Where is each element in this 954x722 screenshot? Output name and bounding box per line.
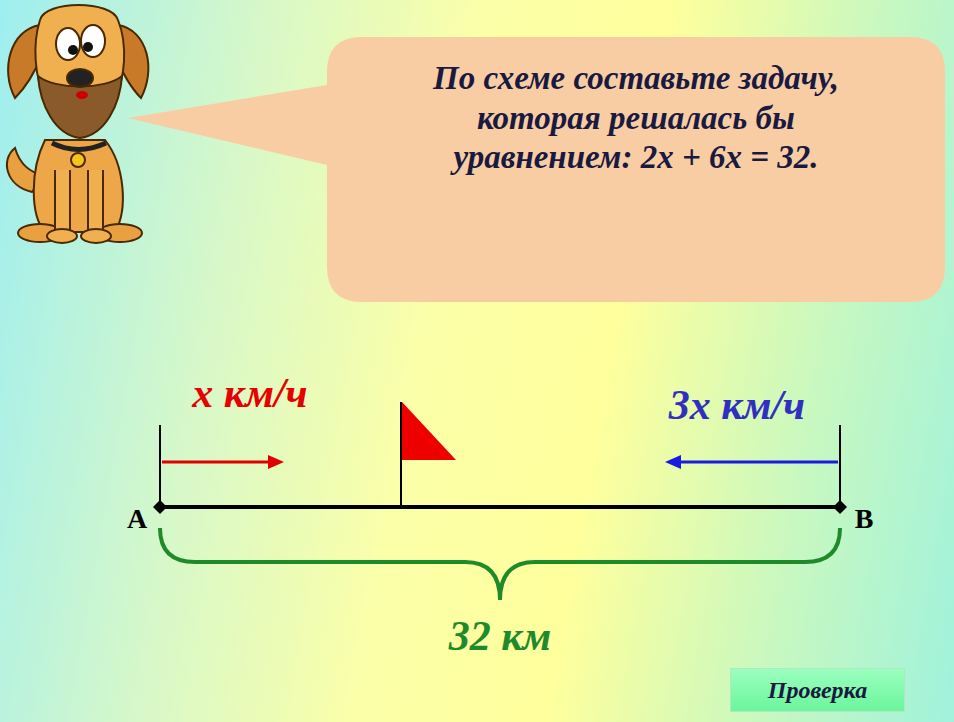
point-label: В bbox=[855, 505, 874, 533]
point-label: А bbox=[127, 505, 147, 533]
bubble-shape bbox=[128, 37, 945, 302]
point-marker bbox=[153, 500, 167, 514]
dog-tongue bbox=[76, 91, 88, 99]
dog-eye bbox=[81, 25, 105, 57]
red-arrow-head bbox=[268, 455, 284, 469]
speed-label: 3x км/ч bbox=[669, 384, 805, 426]
dog-cartoon bbox=[7, 5, 148, 243]
dog-body bbox=[34, 140, 123, 232]
distance-brace bbox=[160, 528, 840, 600]
dog-pupil bbox=[83, 42, 93, 52]
dog-eye bbox=[56, 28, 80, 60]
blue-arrow-head bbox=[665, 455, 681, 469]
flag bbox=[402, 402, 456, 460]
button-text: Проверка bbox=[768, 677, 867, 703]
check-button: Проверка bbox=[730, 668, 905, 712]
speed-label: x км/ч bbox=[192, 372, 307, 414]
dog-collar bbox=[52, 143, 106, 150]
flag-pole bbox=[400, 402, 402, 507]
task-text: По схеме составьте задачу, которая решал… bbox=[401, 59, 871, 178]
motion-scheme bbox=[153, 402, 847, 600]
blue-arrow-shaft bbox=[678, 461, 838, 464]
end-tick bbox=[839, 425, 841, 507]
dog-front-paw bbox=[81, 229, 111, 243]
distance-label: 32 км bbox=[449, 615, 552, 657]
red-arrow-shaft bbox=[162, 461, 272, 464]
dog-front-paw bbox=[47, 229, 77, 243]
speech-bubble: По схеме составьте задачу, которая решал… bbox=[327, 37, 945, 302]
point-marker bbox=[833, 500, 847, 514]
road-segment bbox=[160, 505, 840, 509]
dog-front-leg bbox=[88, 170, 103, 232]
dog-pupil bbox=[68, 45, 78, 55]
dog-tag bbox=[71, 153, 85, 167]
dog-nose bbox=[67, 69, 93, 87]
start-tick bbox=[159, 425, 161, 507]
dog-front-leg bbox=[55, 170, 70, 232]
